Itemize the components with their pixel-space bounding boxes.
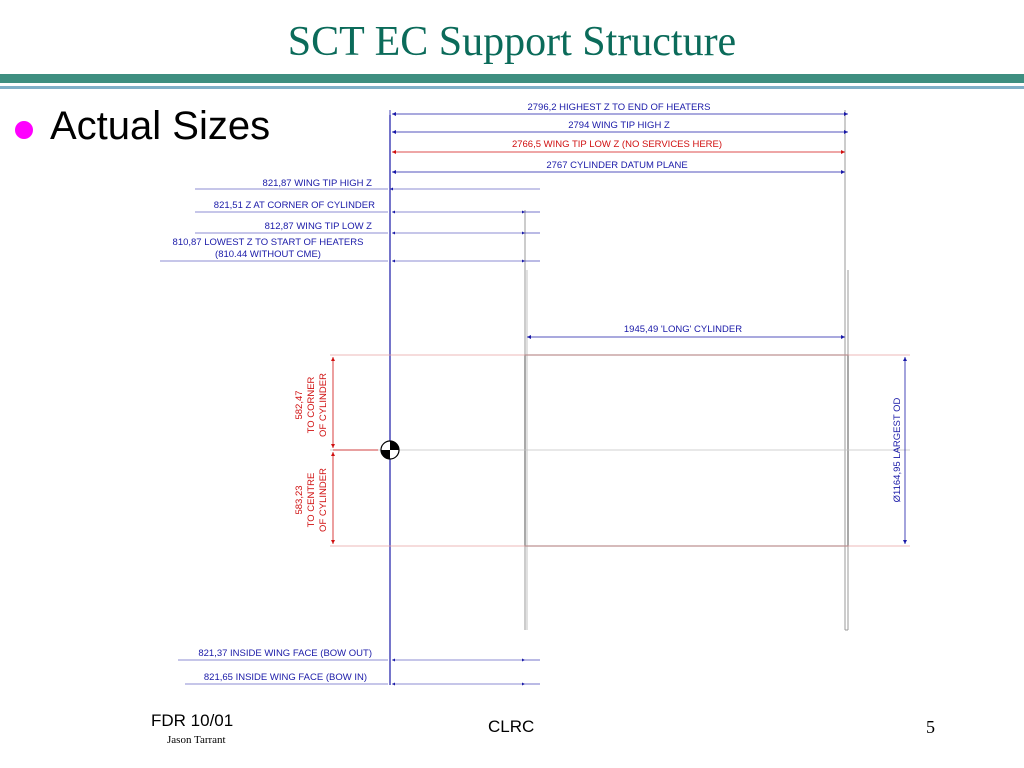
dim-corner-line3: OF CYLINDER xyxy=(318,373,329,437)
dim-cylinder-datum-plane: 2767 CYLINDER DATUM PLANE xyxy=(546,160,687,171)
dim-z-corner-cylinder: 821,51 Z AT CORNER OF CYLINDER xyxy=(214,200,375,211)
dim-centre-value: 583,23 xyxy=(294,485,305,514)
dim-inside-wing-bow-out: 821,37 INSIDE WING FACE (BOW OUT) xyxy=(198,648,372,659)
datum-target-icon xyxy=(380,440,400,460)
footer-meeting: FDR 10/01 xyxy=(151,711,234,730)
dim-lowest-z-heaters-line2: (810.44 WITHOUT CME) xyxy=(215,249,321,260)
title-rule-thick xyxy=(0,74,1024,83)
bullet-text: Actual Sizes xyxy=(50,104,271,148)
footer-author: Jason Tarrant xyxy=(167,734,226,746)
dim-wing-tip-low-z-left: 812,87 WING TIP LOW Z xyxy=(265,221,373,232)
slide-title: SCT EC Support Structure xyxy=(287,19,737,65)
footer-organisation: CLRC xyxy=(488,717,535,736)
dim-long-cylinder: 1945,49 'LONG' CYLINDER xyxy=(624,324,742,335)
page-number: 5 xyxy=(926,717,935,737)
dim-wing-tip-high-z-right: 2794 WING TIP HIGH Z xyxy=(568,120,670,131)
dim-wing-tip-low-z-right: 2766,5 WING TIP LOW Z (NO SERVICES HERE) xyxy=(512,139,722,150)
cylinder-body xyxy=(524,354,849,547)
title-rule-thin xyxy=(0,86,1024,89)
dim-largest-od: Ø1164,95 LARGEST OD xyxy=(892,398,903,503)
dim-lowest-z-heaters-line1: 810,87 LOWEST Z TO START OF HEATERS xyxy=(173,237,364,248)
dim-centre-line2: TO CENTRE xyxy=(306,473,317,528)
dim-inside-wing-bow-in: 821,65 INSIDE WING FACE (BOW IN) xyxy=(204,672,367,683)
dim-highest-z-heaters: 2796,2 HIGHEST Z TO END OF HEATERS xyxy=(527,102,710,113)
dim-corner-value: 582,47 xyxy=(294,390,305,419)
dim-wing-tip-high-z-left: 821,87 WING TIP HIGH Z xyxy=(263,178,373,189)
bullet-dot-icon xyxy=(15,121,33,139)
dim-corner-line2: TO CORNER xyxy=(306,376,317,433)
dim-centre-line3: OF CYLINDER xyxy=(318,468,329,532)
